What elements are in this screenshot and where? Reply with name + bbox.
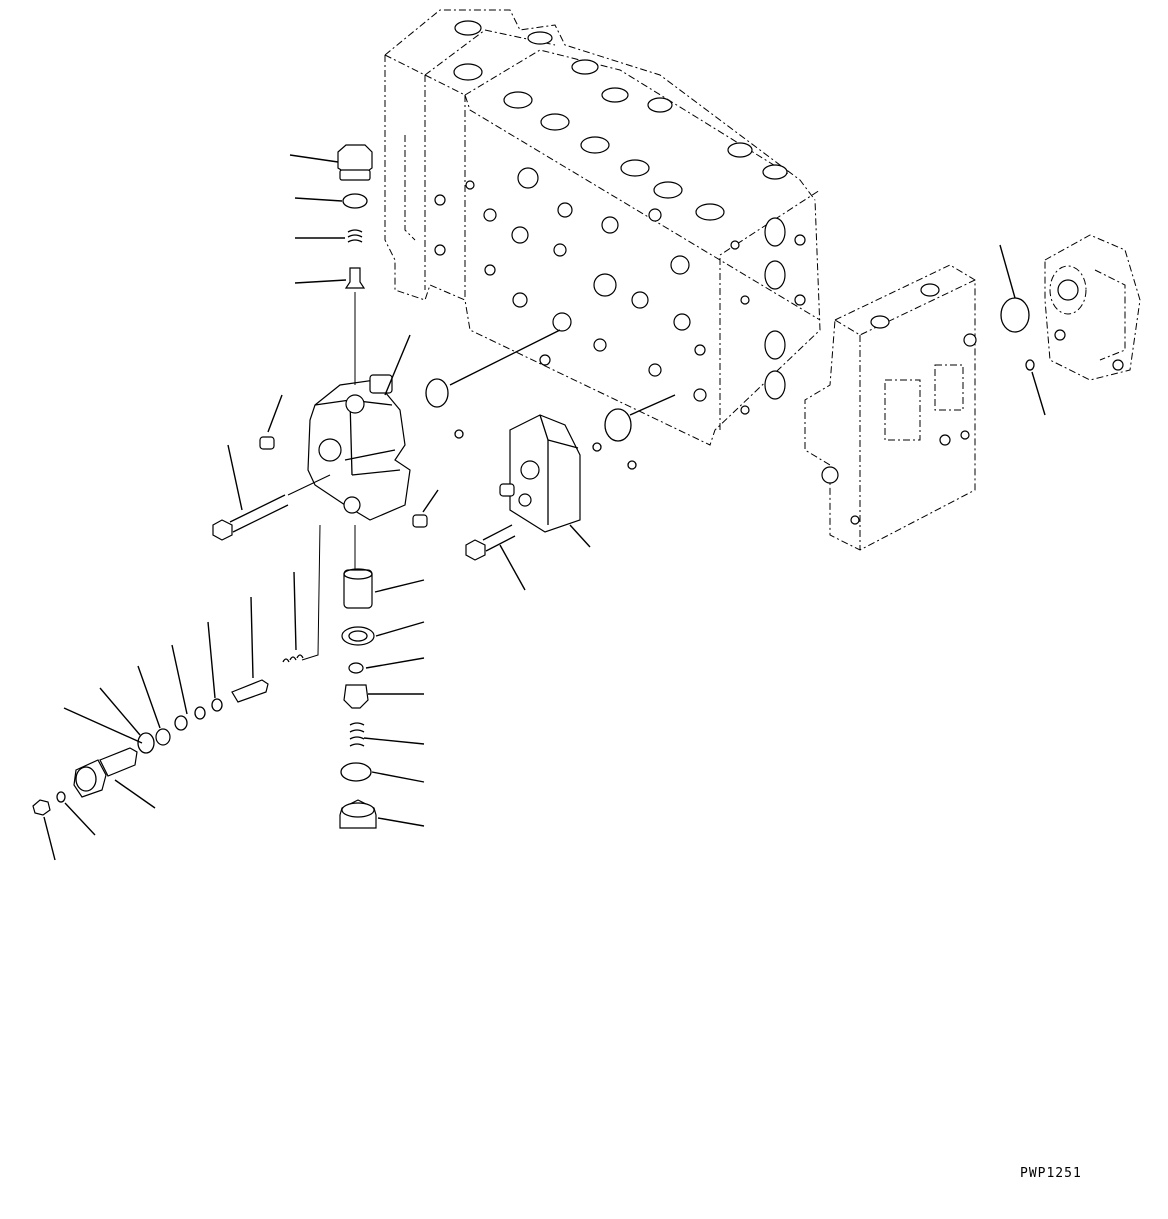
check-valve-stack-parts bbox=[339, 525, 377, 829]
leader-lines bbox=[43, 154, 1046, 861]
control-valve-block bbox=[384, 9, 821, 446]
bolt-parts bbox=[212, 474, 516, 561]
fitting-parts bbox=[259, 436, 428, 528]
end-cover bbox=[804, 264, 977, 551]
relief-valve-parts bbox=[32, 524, 321, 816]
valve-cover bbox=[499, 414, 581, 533]
service-valve-section bbox=[307, 374, 411, 521]
pilot-stack-parts bbox=[337, 144, 373, 385]
spool-cap bbox=[1044, 234, 1141, 381]
figure-code-label: PWP1251 bbox=[1020, 1166, 1082, 1181]
